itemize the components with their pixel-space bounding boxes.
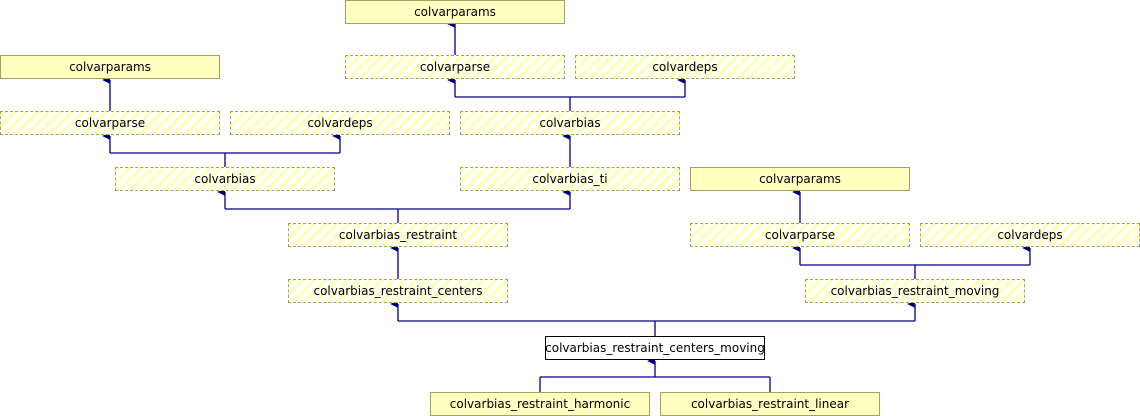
class-node-colvarparams[interactable]: colvarparams [345, 0, 565, 24]
class-node-colvarparams[interactable]: colvarparams [690, 167, 910, 191]
class-node-current-colvarbias-restraint-centers-moving: colvarbias_restraint_centers_moving [545, 336, 765, 360]
class-node-colvardeps[interactable]: colvardeps [230, 111, 450, 135]
class-node-colvardeps[interactable]: colvardeps [575, 55, 795, 79]
class-node-colvardeps[interactable]: colvardeps [920, 223, 1140, 247]
class-node-colvarparse[interactable]: colvarparse [345, 55, 565, 79]
class-node-colvarbias[interactable]: colvarbias [460, 111, 680, 135]
class-node-colvarbias-restraint-harmonic[interactable]: colvarbias_restraint_harmonic [430, 392, 650, 416]
class-node-colvarbias-restraint-moving[interactable]: colvarbias_restraint_moving [805, 279, 1025, 303]
class-node-colvarbias-restraint-centers[interactable]: colvarbias_restraint_centers [288, 279, 508, 303]
class-node-colvarbias[interactable]: colvarbias [115, 167, 335, 191]
class-node-colvarparse[interactable]: colvarparse [0, 111, 220, 135]
class-node-colvarbias-restraint-linear[interactable]: colvarbias_restraint_linear [660, 392, 880, 416]
class-node-colvarparse[interactable]: colvarparse [690, 223, 910, 247]
class-node-colvarparams[interactable]: colvarparams [0, 55, 220, 79]
class-node-colvarbias-restraint[interactable]: colvarbias_restraint [288, 223, 508, 247]
class-node-colvarbias-ti[interactable]: colvarbias_ti [460, 167, 680, 191]
